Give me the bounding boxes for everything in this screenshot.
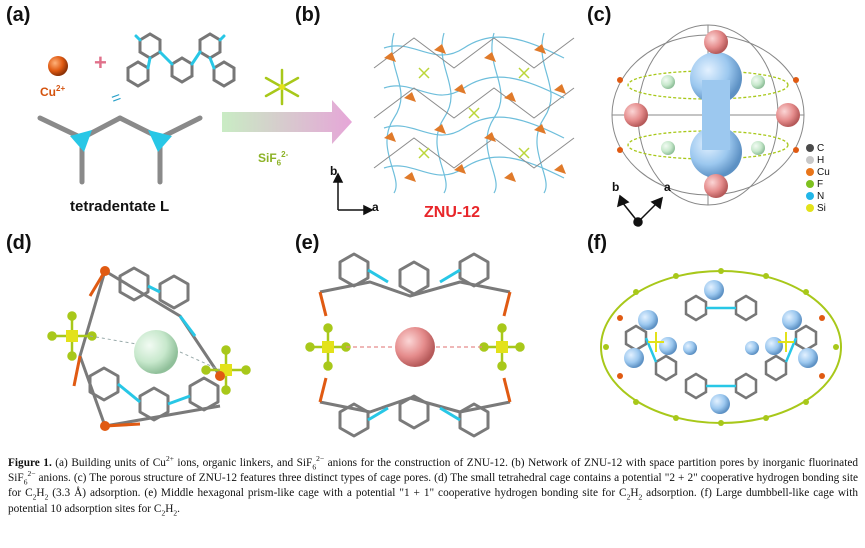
legend-label-si: Si — [817, 202, 826, 214]
caption-sub-6a: 2 — [161, 507, 166, 517]
legend-label-c: C — [817, 142, 825, 154]
organic-linker-icon — [126, 32, 236, 88]
caption-text-5: (3.3 Å) adsorption. (e) Middle hexagonal… — [48, 487, 627, 500]
caption-sub-4b: 2 — [44, 492, 49, 502]
caption-text-4b: H — [36, 487, 45, 500]
caption-text-7: . — [177, 502, 180, 515]
network-structure — [373, 28, 575, 198]
caption-text-6: adsorption. (f) Large dumbbell-like cage… — [8, 487, 858, 515]
legend-label-cu: Cu — [817, 166, 830, 178]
legend-item-n: N — [806, 190, 830, 202]
caption-sub-5a: 2 — [626, 492, 631, 502]
copper-ion-label: Cu2+ — [40, 84, 66, 99]
panel-label-b: (b) — [295, 4, 321, 26]
panel-label-d: (d) — [6, 232, 32, 254]
axis-icon — [332, 172, 374, 216]
sif6-anion-label: SiF62- — [258, 150, 289, 168]
legend-label-h: H — [817, 154, 825, 166]
figure-caption: Figure 1. (a) Building units of Cu2+ ion… — [8, 454, 859, 517]
figure-label: Figure 1. — [8, 457, 52, 469]
dumbbell-cage — [600, 268, 842, 426]
legend-dot-c — [806, 144, 814, 152]
equals-sign: = — [109, 88, 124, 109]
panel-label-c: (c) — [587, 4, 612, 26]
legend-item-si: Si — [806, 202, 830, 214]
siF6-anion-icon — [264, 68, 300, 106]
legend-dot-n — [806, 192, 814, 200]
axis-a-label-c: a — [664, 180, 671, 194]
tetradentate-ligand-schematic — [37, 115, 203, 185]
copper-ion-sphere — [48, 56, 68, 76]
tetrahedral-cage — [47, 266, 251, 431]
caption-sub-5b: 2 — [638, 492, 643, 502]
caption-sup-2: 2− — [316, 454, 325, 464]
panel-label-e: (e) — [295, 232, 320, 254]
panel-label-a: (a) — [6, 4, 31, 26]
legend-dot-h — [806, 156, 814, 164]
plus-sign: + — [94, 50, 107, 75]
axis-b-label-b: b — [330, 164, 338, 178]
legend-dot-f — [806, 180, 814, 188]
caption-text-5b: H — [630, 487, 639, 500]
caption-text-4: anions. (c) The porous structure of ZNU-… — [8, 472, 858, 500]
legend-label-f: F — [817, 178, 824, 190]
legend-item-h: H — [806, 154, 830, 166]
hexagonal-prism-cage — [305, 252, 525, 438]
caption-sup-1: 2+ — [165, 454, 174, 464]
caption-sub-2: 6 — [312, 462, 317, 472]
axis-b-label-c: b — [612, 180, 620, 194]
znu12-title: ZNU-12 — [424, 204, 481, 221]
caption-text-2: ions, organic linkers, and SiF — [173, 457, 313, 469]
legend-item-c: C — [806, 142, 830, 154]
legend-item-cu: Cu — [806, 166, 830, 178]
legend-dot-si — [806, 204, 814, 212]
axis-a-label-b: a — [372, 200, 379, 214]
caption-text-6b: H — [165, 502, 174, 515]
caption-sub-6b: 2 — [173, 507, 178, 517]
caption-sub-3: 6 — [23, 477, 28, 487]
legend-label-n: N — [817, 190, 825, 202]
tetradentate-ligand-label: tetradentate L — [70, 198, 170, 215]
caption-sup-3: 2− — [27, 469, 36, 479]
arrow-right-icon — [222, 100, 352, 144]
caption-text-1: (a) Building units of Cu — [51, 457, 166, 469]
caption-text-3: anions for the construction of ZNU-12. (… — [8, 457, 859, 485]
legend-item-f: F — [806, 178, 830, 190]
caption-sub-4a: 2 — [32, 492, 37, 502]
panel-label-f: (f) — [587, 232, 607, 254]
legend-dot-cu — [806, 168, 814, 176]
cage-pore-structure — [611, 24, 805, 206]
